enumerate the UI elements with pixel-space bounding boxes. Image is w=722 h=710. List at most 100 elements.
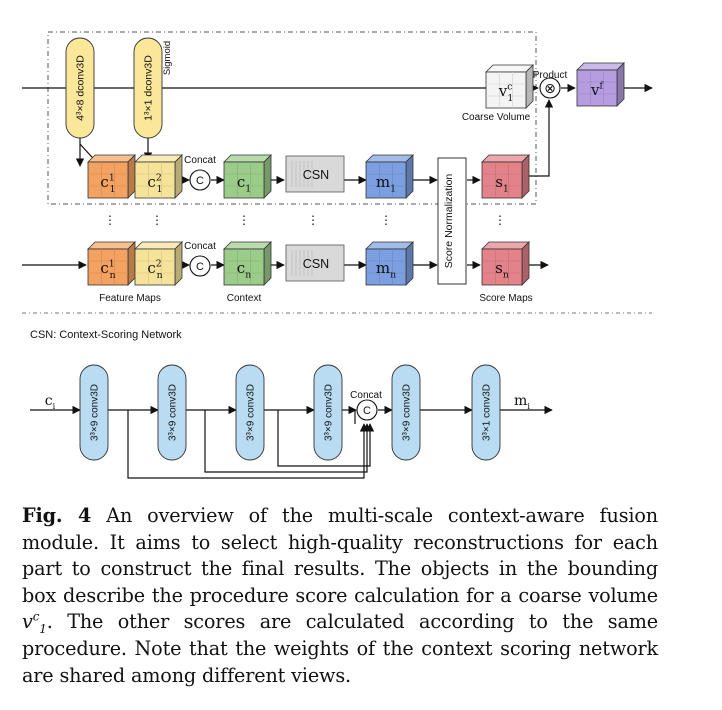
- ellipsis-2: ⋮: [238, 213, 250, 227]
- label-v1c-sub: 1: [507, 93, 513, 104]
- sigmoid-label: Sigmoid: [162, 41, 173, 75]
- concat-circle-1-symbol: C: [196, 175, 204, 187]
- product-label: Product: [533, 70, 568, 81]
- label-s1: s1: [495, 173, 509, 195]
- cube-cn-1-side: [127, 241, 136, 286]
- cube-cn: [223, 241, 272, 286]
- csn-input-label-sub: i: [53, 402, 56, 412]
- cube-cn-top: [223, 241, 272, 250]
- label-c1-1-sub: 1: [110, 184, 116, 195]
- csn-box-1-label: CSN: [303, 168, 329, 182]
- csn-layer-5: 3³×9 conv3D: [391, 364, 421, 461]
- label-s1-base: s: [495, 173, 503, 191]
- dconv-1x1-capsule-shape: [133, 37, 163, 139]
- label-cn-2-base: c: [147, 259, 155, 277]
- label-m1-base: m: [376, 173, 390, 191]
- cube-coarse-volume-front: [485, 71, 527, 109]
- context-label: Context: [227, 293, 262, 304]
- cube-coarse-volume-top: [485, 64, 534, 73]
- product-circle-symbol: ⊗: [544, 80, 556, 96]
- coarse-volume-label: Coarse Volume: [462, 112, 531, 123]
- cube-m1-front: [365, 161, 407, 199]
- concat-circle-n: C: [189, 255, 211, 277]
- cube-mn-top: [365, 241, 414, 250]
- csn-layer-3-shape: [235, 364, 265, 461]
- csn-output-label: mi: [514, 393, 530, 412]
- label-cn-1-sub: n: [110, 270, 116, 281]
- cube-cn-2-side: [174, 241, 183, 286]
- product-circle: ⊗: [539, 77, 561, 99]
- dconv-1x1-capsule: 1³×1 dconv3D: [133, 37, 163, 139]
- cube-vf-top: [576, 62, 625, 71]
- cube-cn-1: [87, 241, 136, 286]
- label-cn-2-sub: n: [157, 270, 163, 281]
- cube-c1-front: [223, 161, 265, 199]
- cube-c1-2: [134, 154, 183, 199]
- label-cn-1-sup: 1: [109, 259, 115, 270]
- cube-vf: [576, 62, 625, 107]
- cube-c1-1-front: [87, 161, 129, 199]
- concat-label-n: Concat: [184, 241, 216, 252]
- cube-c1-1-side: [127, 154, 136, 199]
- label-c1-2-base: c: [147, 173, 155, 191]
- csn-concat-circle-ring: [356, 399, 378, 421]
- csn-layer-1-shape: [79, 364, 109, 461]
- csn-layer-3-label: 3³×9 conv3D: [246, 384, 257, 441]
- csn-input-label: ci: [45, 393, 56, 412]
- caption-math-base: v: [22, 610, 33, 634]
- label-c1-1-base: c: [100, 173, 108, 191]
- figure-caption: Fig. 4 An overview of the multi-scale co…: [22, 503, 658, 689]
- ellipsis-1: ⋮: [151, 213, 163, 227]
- cube-mn-side: [405, 241, 414, 286]
- cube-c1-top: [223, 154, 272, 163]
- label-mn: mn: [376, 259, 396, 281]
- csn-output-label-base: m: [514, 393, 527, 409]
- csn-box-n: CSN: [285, 244, 345, 282]
- csn-layer-5-shape: [391, 364, 421, 461]
- cube-coarse-volume: [485, 64, 534, 109]
- product-circle-ring: [539, 77, 561, 99]
- cube-c1-2-top: [134, 154, 183, 163]
- label-vf: vf: [590, 81, 603, 99]
- cube-c1: [223, 154, 272, 199]
- label-cn: cn: [237, 259, 251, 281]
- csn-concat-label: Concat: [350, 390, 382, 401]
- cube-c1-1-top: [87, 154, 136, 163]
- csn-input-label-base: c: [45, 393, 53, 409]
- concat-label-1: Concat: [184, 155, 216, 166]
- csn-layer-3: 3³×9 conv3D: [235, 364, 265, 461]
- skip-connection-2: [204, 410, 372, 473]
- csn-layer-2: 3³×9 conv3D: [157, 364, 187, 461]
- skip-connection-1: [127, 410, 369, 479]
- ellipsis-4: ⋮: [380, 213, 392, 227]
- cube-cn-2-front: [134, 248, 176, 286]
- label-c1-base: c: [237, 173, 245, 191]
- cube-cn-2: [134, 241, 183, 286]
- score-maps-label: Score Maps: [479, 293, 532, 304]
- cube-cn-1-top: [87, 241, 136, 250]
- cube-c1-2-front: [134, 161, 176, 199]
- cube-c1-side: [263, 154, 272, 199]
- concat-circle-n-symbol: C: [196, 261, 204, 273]
- cube-sn-front: [481, 248, 523, 286]
- skip-connection-3: [277, 410, 375, 467]
- cube-sn-side: [521, 241, 530, 286]
- label-sn-base: s: [495, 259, 503, 277]
- score-normalization-box: [437, 157, 467, 285]
- cube-cn-side: [263, 241, 272, 286]
- cube-cn-1-front: [87, 248, 129, 286]
- cube-mn: [365, 241, 414, 286]
- csn-layer-6: 3³×1 conv3D: [471, 364, 501, 461]
- dconv-4x8-capsule-shape: [65, 37, 95, 139]
- cube-cn-2-top: [134, 241, 183, 250]
- label-s1-sub: 1: [503, 184, 509, 195]
- caption-text-1: An overview of the multi-scale context-a…: [22, 504, 659, 607]
- csn-box-1: CSN: [285, 155, 345, 193]
